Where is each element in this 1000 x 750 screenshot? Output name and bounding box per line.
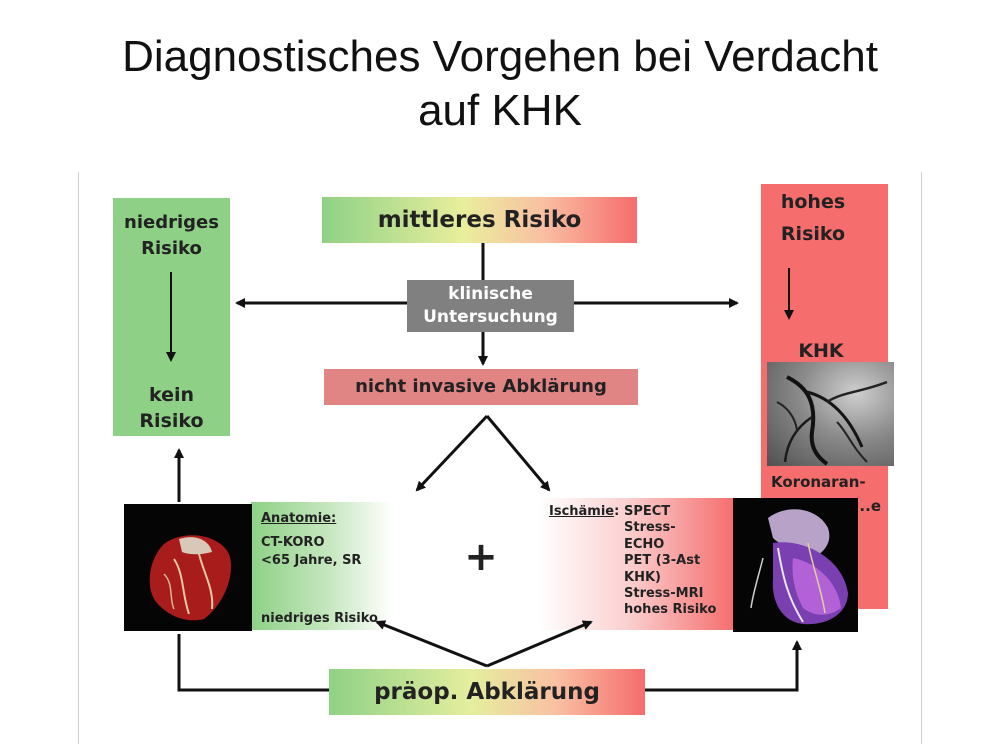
- ischemia-item: SPECT: [624, 504, 671, 519]
- heart-perfusion-render: [750, 509, 848, 625]
- anatomy-heading: Anatomie:: [261, 511, 337, 526]
- clinical-exam-box: klinische Untersuchung: [407, 280, 574, 332]
- slide-title: Diagnostisches Vorgehen bei Verdacht auf…: [0, 30, 1000, 138]
- preop-label: präop. Abklärung: [374, 679, 600, 705]
- ischemia-list: SPECT Stress- ECHO PET (3-Ast KHK) Stres…: [624, 504, 739, 619]
- mri-heart-image: [733, 498, 858, 632]
- anatomy-text: Anatomie: CT-KORO <65 Jahre, SR: [261, 510, 401, 570]
- ischemia-item: Stress-: [624, 520, 676, 536]
- khk-label: KHK: [798, 340, 844, 362]
- noninvasive-label: nicht invasive Abklärung: [355, 376, 607, 397]
- arrow-to-ischemia: [485, 415, 551, 492]
- coronary-angiography-image: [767, 362, 894, 466]
- ischemia-heading: Ischämie: [549, 504, 615, 519]
- arrow-to-anatomy: [415, 414, 489, 492]
- loop-preop-right: [645, 640, 802, 692]
- ischemia-item: KHK): [624, 569, 661, 585]
- ischemia-item: Stress-MRI: [624, 586, 704, 602]
- high-risk-label: hohes Risiko: [780, 191, 846, 245]
- no-risk-label: kein Risiko: [139, 384, 204, 432]
- mid-risk-label: mittleres Risiko: [377, 207, 582, 233]
- ischemia-item: hohes Risiko: [624, 602, 717, 618]
- arrow-preop-to-anatomy: [375, 620, 488, 668]
- flow-arrows: [166, 243, 802, 692]
- arrow-preop-to-ischemia: [486, 620, 593, 668]
- ct-koro-label: CT-KORO: [261, 535, 325, 550]
- age-rhythm-label: <65 Jahre, SR: [261, 553, 362, 568]
- plus-sign: +: [464, 534, 498, 580]
- ct-heart-image: [124, 504, 252, 631]
- preop-box: präop. Abklärung: [329, 669, 645, 715]
- low-risk-label: niedriges Risiko: [124, 212, 219, 259]
- title-line-1: Diagnostisches Vorgehen bei Verdacht: [122, 32, 878, 81]
- ischemia-item: PET (3-Ast: [624, 553, 701, 569]
- loop-preop-left: [177, 634, 329, 692]
- low-risk-outcome: niedriges Risiko: [261, 611, 378, 626]
- ischemia-panel: [539, 498, 735, 630]
- angiography-vessels: [776, 375, 888, 466]
- diagnostic-flow-diagram: niedriges Risiko kein Risiko mittleres R…: [78, 172, 922, 744]
- anatomy-panel: [251, 502, 393, 630]
- ischemia-item: ECHO: [624, 536, 665, 552]
- ischemia-heading-row: Ischämie:: [549, 504, 620, 519]
- noninvasive-box: nicht invasive Abklärung: [324, 369, 638, 405]
- title-line-2: auf KHK: [418, 86, 582, 135]
- coronary-caption: Koronaran- ...e: [771, 473, 881, 515]
- heart-3d-render: [149, 535, 232, 621]
- mid-risk-box: mittleres Risiko: [322, 197, 637, 243]
